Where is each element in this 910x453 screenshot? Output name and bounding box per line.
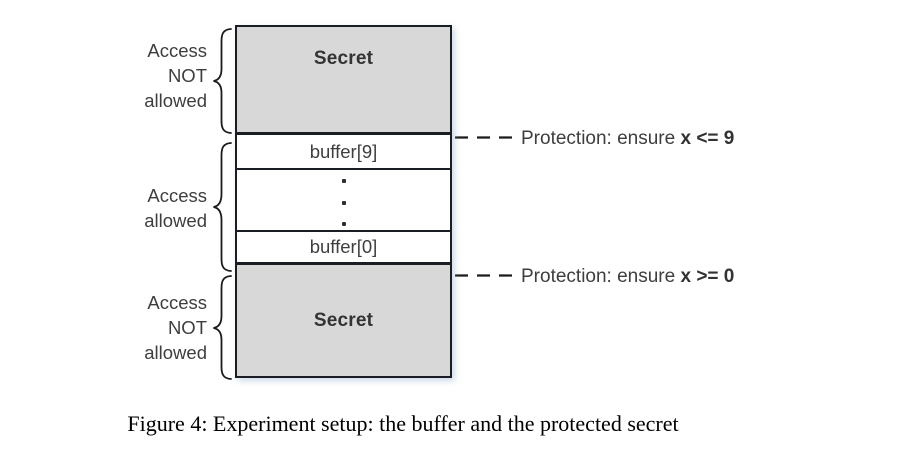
protection-note-condition: x <= 9 [680,128,735,149]
access-label-line: allowed [144,210,207,231]
region-secret-bottom: Secret [237,265,450,376]
buffer-9-label: buffer[9] [309,140,378,162]
protection-note-top: Protection: ensure x <= 9 [521,128,734,150]
protection-note-condition: x >= 0 [680,266,735,287]
secret-top-label: Secret [313,48,374,69]
access-label-line: allowed [144,342,207,363]
secret-bottom-label: Secret [313,309,374,331]
protection-note-prefix: Protection: ensure [521,266,681,287]
access-label-line: Access [147,40,207,61]
region-buffer-0: buffer[0] [237,232,450,265]
access-label-line: Access [147,185,207,206]
access-label-line: allowed [144,90,207,111]
protection-note-prefix: Protection: ensure [521,128,681,149]
region-buffer-ellipsis [237,170,450,232]
memory-column: Secret buffer[9] buffer[0] Secret [235,25,452,378]
middle-brace-icon [213,142,232,272]
protection-note-bottom: Protection: ensure x >= 0 [521,266,734,288]
access-label-line: NOT [167,65,207,86]
buffer-0-label: buffer[0] [309,236,378,257]
region-buffer-9: buffer[9] [237,135,450,170]
access-label-bottom: Access NOT allowed [30,290,207,365]
figure-caption: Figure 4: Experiment setup: the buffer a… [127,411,679,436]
ellipsis-dot [341,200,346,205]
access-label-line: NOT [167,317,207,338]
access-label-top: Access NOT allowed [30,38,207,113]
bottom-brace-icon [213,275,232,380]
top-brace-icon [213,28,232,134]
region-secret-top: Secret [237,27,450,135]
access-label-middle: Access allowed [30,183,207,233]
access-label-line: Access [147,292,207,313]
ellipsis-dot [341,179,346,183]
ellipsis-dot [341,222,346,226]
